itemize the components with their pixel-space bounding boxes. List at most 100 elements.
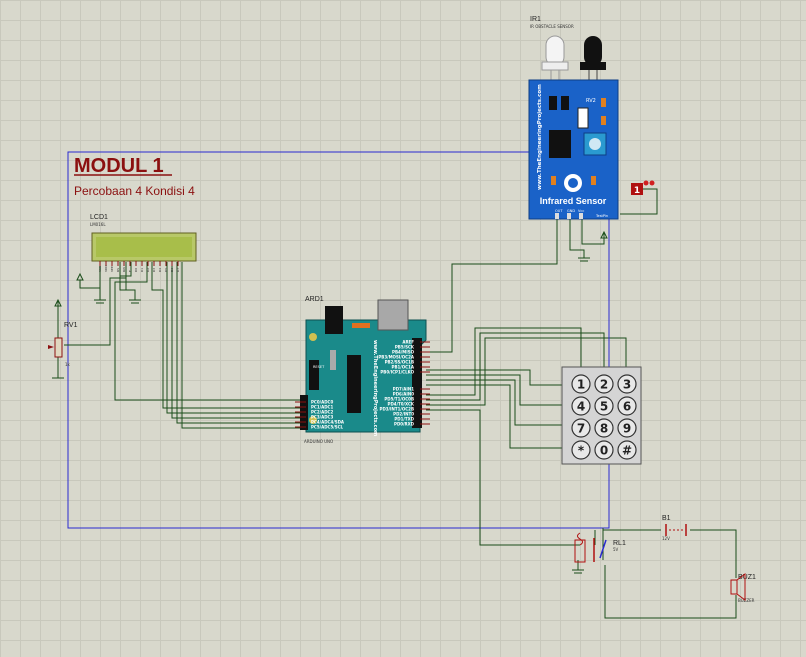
- lcd-display[interactable]: LCD1 LM016L: [90, 214, 197, 262]
- buzzer-model: BUZZER: [738, 598, 755, 603]
- arduino-chip: [347, 355, 361, 413]
- arduino-right-pin-label: AREF: [402, 340, 414, 345]
- arduino-usb-port: [377, 299, 409, 331]
- logic-probe[interactable]: 1: [631, 180, 655, 197]
- keypad-key-label: 9: [623, 422, 631, 436]
- keypad-key-label: *: [578, 444, 585, 458]
- battery-value: 12V: [662, 536, 670, 541]
- keypad-key-label: #: [622, 444, 632, 458]
- ir-receiver-led: [584, 36, 602, 66]
- arduino-right-pin-label: PD3/INT1/OC2B: [380, 407, 414, 412]
- lcd-pin-label: D6: [170, 268, 174, 272]
- arduino-left-pins: PC0/ADC0PC1/ADC1PC2/ADC2PC3/ADC3PC4/ADC4…: [295, 400, 345, 430]
- arduino-right-pin-label: PB4/MISO: [392, 350, 415, 355]
- arduino-left-pin-label: PC1/ADC1: [311, 405, 333, 410]
- ir-ref: IR1: [530, 16, 541, 23]
- relay-value: 5V: [613, 547, 619, 552]
- lcd-pin-label: D5: [164, 268, 168, 272]
- battery-ref: B1: [662, 515, 671, 522]
- arduino-left-pin-label: PC5/ADC5/SCL: [311, 425, 344, 430]
- arduino-right-pin-label: PB2/SS/OC1B: [385, 360, 414, 365]
- ir-pin-gnd: GND: [567, 209, 575, 213]
- arduino-right-pin-label: PD7/AIN1: [393, 387, 414, 392]
- buzzer-ref: BUZ1: [738, 574, 756, 581]
- keypad-key[interactable]: [594, 440, 614, 460]
- relay-ref: RL1: [613, 540, 626, 547]
- arduino-model: ARDUINO UNO: [304, 439, 333, 444]
- keypad-key[interactable]: [617, 374, 637, 394]
- ir-pin-vcc: Vcc: [578, 209, 584, 213]
- keypad-key[interactable]: [571, 374, 591, 394]
- keypad-key[interactable]: [594, 396, 614, 416]
- relay-coil: [574, 539, 586, 563]
- battery-b1[interactable]: B1 12V: [662, 515, 687, 541]
- logic-probe-value: 1: [634, 186, 640, 196]
- arduino-left-pin-label: PC0/ADC0: [311, 400, 333, 405]
- lcd-pin-label: VEE: [110, 266, 114, 272]
- lcd-ref: LCD1: [90, 214, 108, 221]
- ir-corner-text: TestPin: [595, 214, 608, 218]
- lcd-pin-label: VDD: [104, 265, 108, 272]
- pot-ref: RV1: [64, 322, 78, 329]
- lcd-pin-label: VSS: [98, 266, 102, 272]
- lcd-model: LM016L: [90, 222, 106, 227]
- buzzer-buz1[interactable]: BUZ1 BUZZER: [730, 573, 756, 603]
- keypad-key[interactable]: [594, 374, 614, 394]
- keypad-key-label: 8: [600, 422, 608, 436]
- arduino-right-pin-label: PB5/SCK: [395, 345, 415, 350]
- lcd-pin-label: D1: [140, 268, 144, 272]
- keypad-key-label: 2: [600, 378, 608, 392]
- lcd-pin-label: D4: [158, 268, 162, 272]
- keypad-key-label: 5: [600, 400, 608, 414]
- ir-brand: www.TheEngineeringProjects.com: [537, 84, 543, 190]
- ir-sensor[interactable]: IR1 IR OBSTACLE SENSOR www.TheEngineerin…: [528, 16, 619, 220]
- keypad-key-label: 4: [577, 400, 585, 414]
- arduino-right-pin-label: PB0/ICP1/CLKO: [380, 370, 414, 375]
- keypad-key-label: 0: [600, 444, 608, 458]
- arduino-right-pin-label: PD2/INT0: [393, 412, 414, 417]
- arduino-reset: RESET: [313, 365, 325, 369]
- keypad-key-label: 7: [577, 422, 585, 436]
- lcd-pin-label: D3: [152, 268, 156, 272]
- module-title: MODUL 1: [74, 155, 164, 177]
- keypad-keys: 1 2 3 4 5 6 7 8 9 * 0 #: [571, 374, 637, 460]
- ir-desc: IR OBSTACLE SENSOR: [530, 24, 574, 29]
- keypad-key[interactable]: [571, 440, 591, 460]
- arduino-left-pin-label: PC3/ADC3: [311, 415, 333, 420]
- pot-body: [54, 337, 63, 358]
- lcd-pin-label: E: [128, 270, 132, 272]
- arduino-right-pin-label: PB3/MOSI/OC2A: [378, 355, 415, 360]
- relay-rl1[interactable]: RL1 5V: [574, 532, 626, 563]
- lcd-pin-label: D2: [146, 268, 150, 272]
- arduino-right-pins: AREFPB5/SCKPB4/MISOPB3/MOSI/OC2APB2/SS/O…: [378, 340, 430, 427]
- arduino-right-pin-label: PD1/TXD: [394, 417, 414, 422]
- keypad-key[interactable]: [594, 418, 614, 438]
- ir-chip: [549, 130, 571, 158]
- arduino-right-pin-label: PB1/OC1A: [392, 365, 415, 370]
- arduino-brand: www.TheEngineeringProjects.com: [372, 340, 378, 436]
- keypad-key-label: 6: [623, 400, 631, 414]
- keypad-key[interactable]: [617, 418, 637, 438]
- relay-switch: [599, 539, 607, 559]
- arduino-ref: ARD1: [305, 296, 324, 303]
- ir-pot-ref: RV2: [586, 98, 596, 104]
- module-subtitle: Percobaan 4 Kondisi 4: [74, 184, 195, 198]
- buzzer-horn: [736, 573, 746, 601]
- keypad-key[interactable]: [617, 396, 637, 416]
- ground-symbols: [52, 230, 608, 574]
- keypad-key-label: 1: [577, 378, 585, 392]
- keypad-key[interactable]: [571, 396, 591, 416]
- ir-label: Infrared Sensor: [540, 196, 607, 206]
- potentiometer-rv1[interactable]: RV1 1k: [48, 322, 78, 367]
- lcd-pin-label: RS: [116, 268, 120, 272]
- keypad-key[interactable]: [617, 440, 637, 460]
- arduino-right-pin-label: PD4/T0/XCK: [388, 402, 415, 407]
- keypad-key[interactable]: [571, 418, 591, 438]
- pot-value: 1k: [65, 362, 71, 367]
- keypad-key-label: 3: [623, 378, 631, 392]
- arduino-right-pin-label: PD5/T1/OC0B: [384, 397, 414, 402]
- lcd-pin-label: D0: [134, 268, 138, 272]
- arduino-power-jack: [325, 306, 343, 334]
